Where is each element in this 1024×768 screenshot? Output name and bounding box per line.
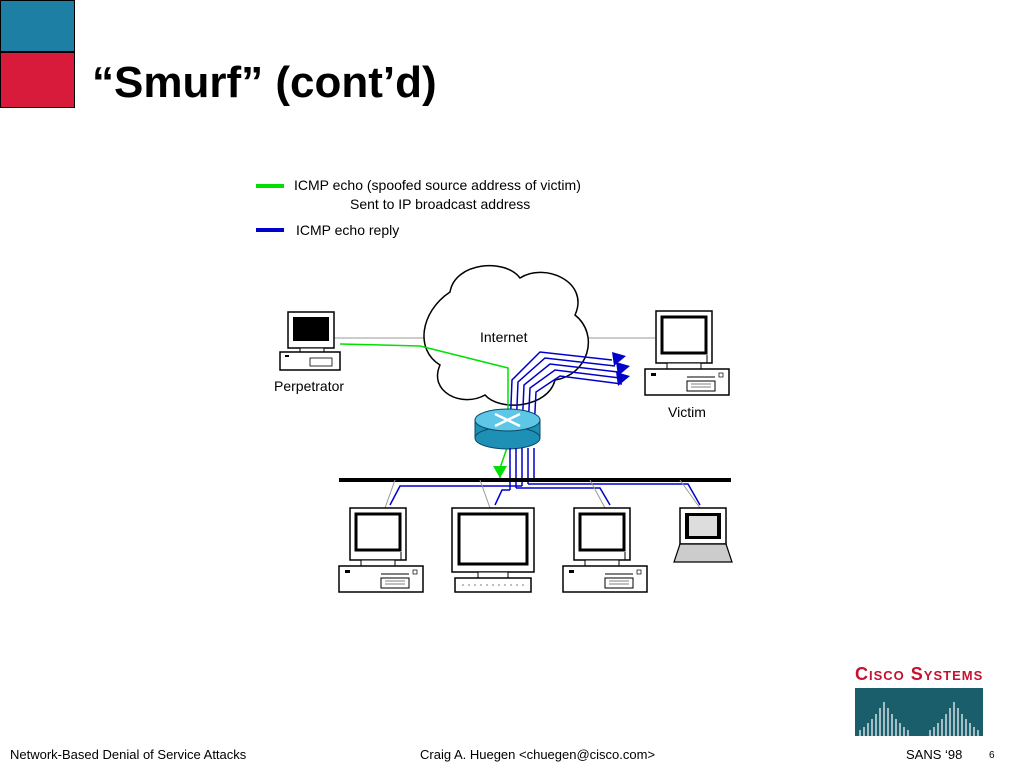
- footer-right: SANS ‘98: [906, 747, 963, 762]
- perpetrator-label: Perpetrator: [274, 378, 345, 394]
- lan-laptop-icon: [673, 507, 733, 563]
- internet-label: Internet: [480, 329, 528, 345]
- lan-host-2-icon: [451, 507, 535, 593]
- accent-square-blue: [0, 0, 75, 52]
- victim-computer-icon: [643, 309, 731, 397]
- accent-square-red: [0, 52, 75, 108]
- legend-blue-label: ICMP echo reply: [296, 222, 400, 238]
- router-icon: [474, 408, 541, 450]
- footer-center: Craig A. Huegen <chuegen@cisco.com>: [420, 747, 656, 762]
- footer-left: Network-Based Denial of Service Attacks: [10, 747, 247, 762]
- cisco-logo-icon: [855, 688, 983, 736]
- legend-green-label: ICMP echo (spoofed source address of vic…: [294, 177, 581, 193]
- legend-green-sublabel: Sent to IP broadcast address: [350, 196, 531, 212]
- page-number: 6: [989, 750, 995, 761]
- lan-host-1-icon: [337, 506, 425, 594]
- cisco-logo-text: Cisco Systems: [855, 664, 984, 684]
- lan-host-3-icon: [561, 506, 649, 594]
- slide-title: “Smurf” (cont’d): [92, 58, 437, 107]
- perpetrator-computer-icon: [279, 311, 341, 371]
- victim-label: Victim: [668, 404, 706, 420]
